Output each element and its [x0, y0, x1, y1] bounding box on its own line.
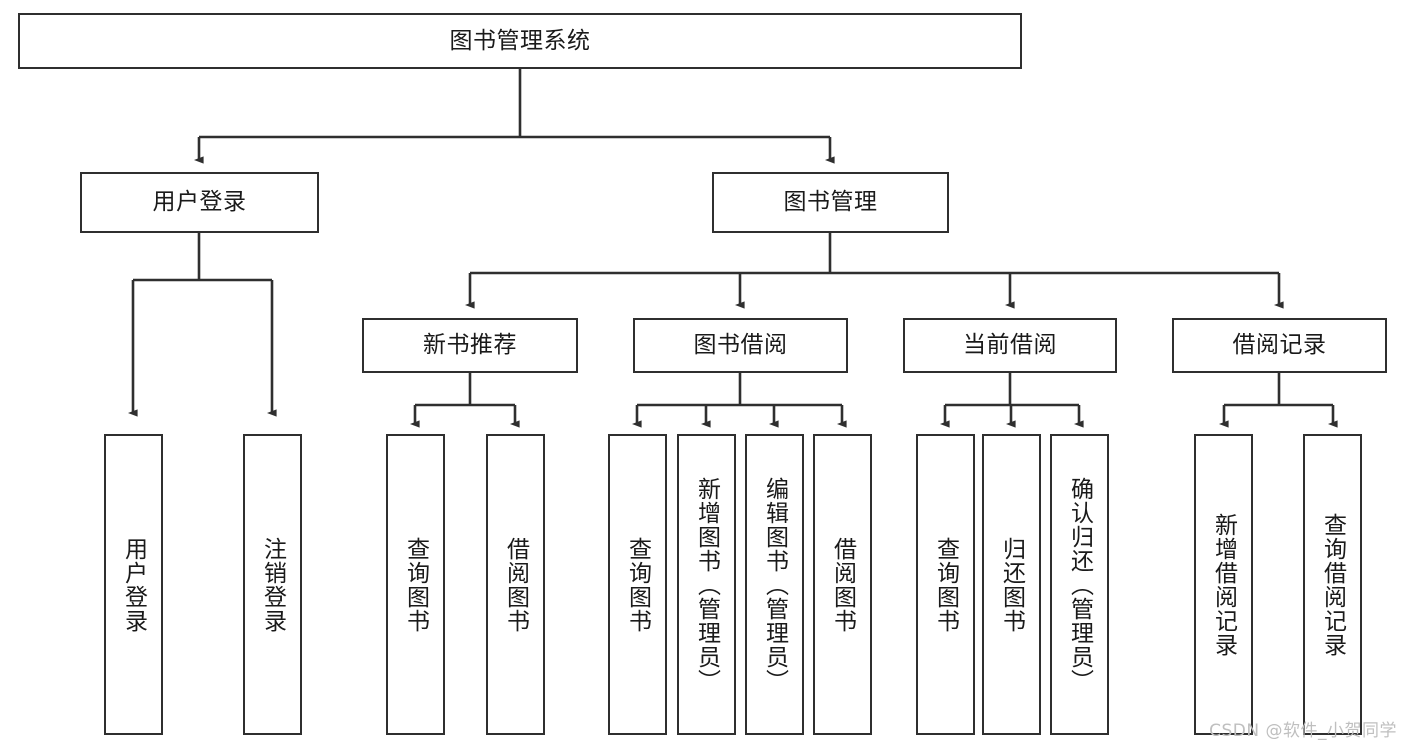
node-leaf-edit-book-label: 编辑图书（管理员） — [761, 476, 788, 693]
node-leaf-query-book-3[interactable]: 查询图书 — [916, 434, 975, 735]
node-leaf-borrow-book-2[interactable]: 借阅图书 — [813, 434, 872, 735]
node-leaf-logout-label: 注销登录 — [259, 536, 286, 633]
node-leaf-query-record[interactable]: 查询借阅记录 — [1303, 434, 1362, 735]
node-leaf-return-book-label: 归还图书 — [998, 536, 1025, 633]
node-current-borrow[interactable]: 当前借阅 — [903, 318, 1117, 373]
node-leaf-add-record-label: 新增借阅记录 — [1210, 512, 1237, 657]
node-user-login[interactable]: 用户登录 — [80, 172, 319, 233]
node-leaf-borrow-book-2-label: 借阅图书 — [829, 536, 856, 633]
node-new-book-recommend[interactable]: 新书推荐 — [362, 318, 578, 373]
node-leaf-query-record-label: 查询借阅记录 — [1319, 512, 1346, 657]
node-leaf-query-book-2[interactable]: 查询图书 — [608, 434, 667, 735]
node-leaf-add-record[interactable]: 新增借阅记录 — [1194, 434, 1253, 735]
node-leaf-confirm-return[interactable]: 确认归还（管理员） — [1050, 434, 1109, 735]
node-book-borrow[interactable]: 图书借阅 — [633, 318, 848, 373]
node-leaf-user-login-label: 用户登录 — [120, 536, 147, 633]
node-leaf-add-book[interactable]: 新增图书（管理员） — [677, 434, 736, 735]
node-leaf-logout[interactable]: 注销登录 — [243, 434, 302, 735]
node-book-borrow-label: 图书借阅 — [693, 332, 788, 359]
node-leaf-query-book-1[interactable]: 查询图书 — [386, 434, 445, 735]
csdn-watermark: CSDN @软件_小贺同学 — [1209, 721, 1397, 741]
node-borrow-record-label: 借阅记录 — [1232, 332, 1327, 359]
node-book-management[interactable]: 图书管理 — [712, 172, 949, 233]
node-leaf-edit-book[interactable]: 编辑图书（管理员） — [745, 434, 804, 735]
node-leaf-add-book-label: 新增图书（管理员） — [693, 476, 720, 693]
node-root[interactable]: 图书管理系统 — [18, 13, 1022, 69]
node-leaf-query-book-1-label: 查询图书 — [402, 536, 429, 633]
node-current-borrow-label: 当前借阅 — [963, 332, 1057, 359]
node-new-book-recommend-label: 新书推荐 — [423, 332, 517, 359]
node-book-management-label: 图书管理 — [783, 189, 878, 216]
node-leaf-query-book-2-label: 查询图书 — [624, 536, 651, 633]
node-leaf-confirm-return-label: 确认归还（管理员） — [1066, 476, 1093, 693]
node-root-label: 图书管理系统 — [449, 27, 591, 54]
node-leaf-user-login[interactable]: 用户登录 — [104, 434, 163, 735]
node-leaf-query-book-3-label: 查询图书 — [932, 536, 959, 633]
node-leaf-borrow-book-1[interactable]: 借阅图书 — [486, 434, 545, 735]
node-leaf-return-book[interactable]: 归还图书 — [982, 434, 1041, 735]
node-borrow-record[interactable]: 借阅记录 — [1172, 318, 1387, 373]
node-user-login-label: 用户登录 — [152, 189, 247, 216]
node-leaf-borrow-book-1-label: 借阅图书 — [502, 536, 529, 633]
